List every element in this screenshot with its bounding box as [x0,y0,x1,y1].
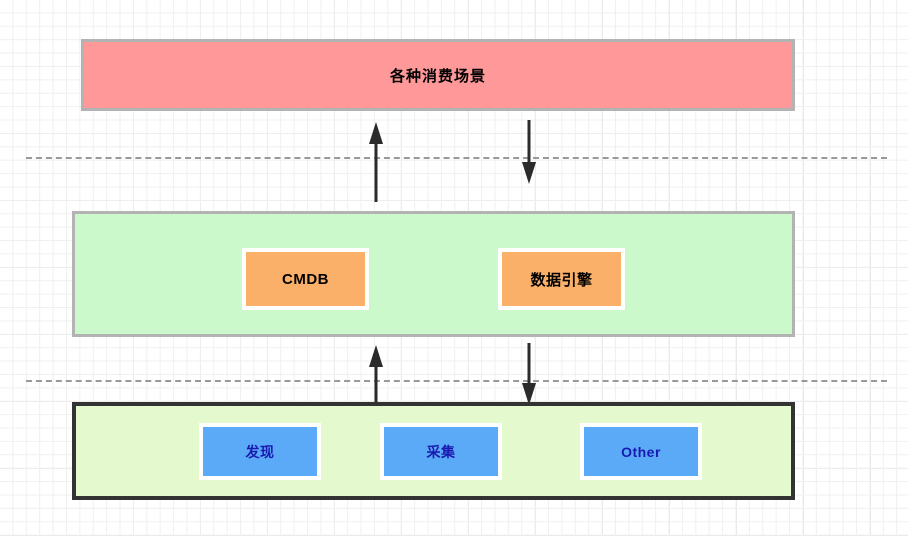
arrow-up-bottom [369,345,383,405]
layer-consumption-label: 各种消费场景 [389,67,486,85]
layer-consumption-scenarios[interactable]: 各种消费场景 [81,39,795,111]
node-cmdb-label: CMDB [282,270,329,288]
layer-collection[interactable]: 发现 采集 Other [72,402,795,500]
node-collect-label: 采集 [426,443,456,460]
arrow-up-top [369,122,383,202]
node-data-engine[interactable]: 数据引擎 [498,248,625,310]
node-other-label: Other [621,443,661,460]
node-data-engine-label: 数据引擎 [530,271,593,289]
node-discovery-label: 发现 [245,443,275,460]
layer-platform[interactable]: CMDB 数据引擎 [72,211,795,337]
arrow-down-top [522,120,536,184]
node-collect[interactable]: 采集 [380,423,502,480]
node-other[interactable]: Other [580,423,702,480]
arrow-down-bottom [522,343,536,405]
separator-upper-dashed-line [26,157,887,159]
node-cmdb[interactable]: CMDB [242,248,369,310]
node-discovery[interactable]: 发现 [199,423,321,480]
separator-lower-dashed-line [26,380,887,382]
